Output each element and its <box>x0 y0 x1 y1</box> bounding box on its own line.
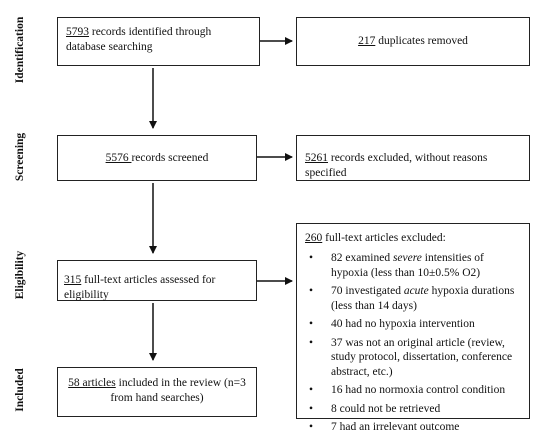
box-duplicates-removed: 217 duplicates removed <box>296 17 530 66</box>
box-articles-included: 58 articles included in the review (n=3 … <box>57 367 257 417</box>
duplicates-count: 217 <box>358 35 376 47</box>
identified-text: records identified through database sear… <box>66 26 212 53</box>
bullet: • <box>309 318 314 330</box>
box-fulltext-assessed: 315 full-text articles assessed for elig… <box>57 260 257 301</box>
bullet: • <box>309 402 314 415</box>
screened-count: 5576 <box>105 152 132 164</box>
box-records-excluded: 5261 records excluded, without reasons s… <box>296 135 530 181</box>
assessed-text: full-text articles assessed for eligibil… <box>64 274 216 301</box>
box-records-screened: 5576 records screened <box>57 135 257 181</box>
duplicates-text: duplicates removed <box>375 35 468 47</box>
included-count: 58 articles <box>68 377 116 389</box>
included-text: included in the review (n=3 from hand se… <box>110 377 246 404</box>
bullet: • <box>309 384 314 396</box>
excluded-text: records excluded, without reasons specif… <box>305 152 488 179</box>
fulltext-excluded-heading: 260 full-text articles excluded: <box>305 231 521 246</box>
list-item: •37 was not an original article (review,… <box>309 336 513 378</box>
list-item: •7 had an irrelevant outcome <box>309 421 460 433</box>
list-item: •40 had no hypoxia intervention <box>309 318 475 330</box>
exclusion-reasons-list: •82 examined severe intensities of hypox… <box>305 251 521 435</box>
identified-count: 5793 <box>66 26 89 38</box>
box-records-identified: 5793 records identified through database… <box>57 17 260 66</box>
bullet: • <box>309 285 314 297</box>
fulltext-excluded-count: 260 <box>305 232 323 244</box>
bullet: • <box>309 421 314 433</box>
list-item: •16 had no normoxia control condition <box>309 384 506 396</box>
list-item: •70 investigated acute hypoxia durations… <box>309 285 515 312</box>
box-fulltext-excluded: 260 full-text articles excluded: •82 exa… <box>296 223 530 433</box>
assessed-count: 315 <box>64 274 82 286</box>
excluded-count: 5261 <box>305 152 328 164</box>
bullet: • <box>309 336 314 349</box>
bullet: • <box>309 252 314 264</box>
list-item: •82 examined severe intensities of hypox… <box>309 252 484 279</box>
fulltext-excluded-heading-text: full-text articles excluded: <box>322 232 446 244</box>
screened-text: records screened <box>131 152 209 164</box>
list-item: •8 could not be retrieved <box>309 402 441 415</box>
